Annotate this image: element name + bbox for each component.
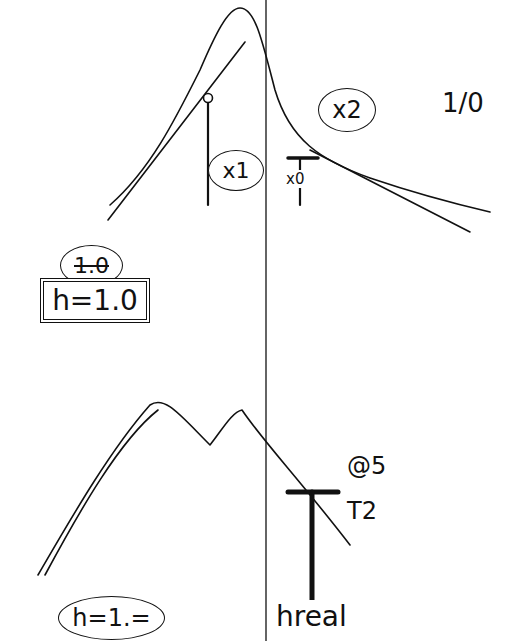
sketch-label: T2 bbox=[345, 497, 379, 525]
node-text: x2 bbox=[332, 96, 361, 124]
t-bar bbox=[288, 156, 318, 160]
divider-line bbox=[265, 0, 266, 641]
node-text: h=1.0 bbox=[52, 284, 138, 317]
sketch-label: 1/0 bbox=[440, 88, 486, 118]
circled-label: x1 bbox=[208, 150, 264, 191]
boxed-label: h=1.0 bbox=[40, 278, 150, 323]
tangent-line bbox=[108, 42, 245, 220]
node-text: h=1.= bbox=[72, 604, 150, 632]
point-marker bbox=[204, 94, 213, 103]
circled-label: h=1.= bbox=[58, 596, 165, 640]
tangent-line bbox=[310, 150, 470, 232]
node-text: 1.0 bbox=[74, 253, 109, 278]
bell-curve bbox=[110, 8, 490, 212]
sketch-label: @5 bbox=[345, 452, 388, 480]
x1-line bbox=[207, 103, 209, 205]
sketch-label: hreal bbox=[274, 600, 349, 633]
mountain-profile bbox=[38, 402, 350, 575]
mountain-profile bbox=[45, 410, 158, 575]
sketch-label: x0 bbox=[284, 170, 306, 188]
circled-label: x2 bbox=[318, 88, 376, 132]
node-text: x1 bbox=[222, 158, 249, 183]
